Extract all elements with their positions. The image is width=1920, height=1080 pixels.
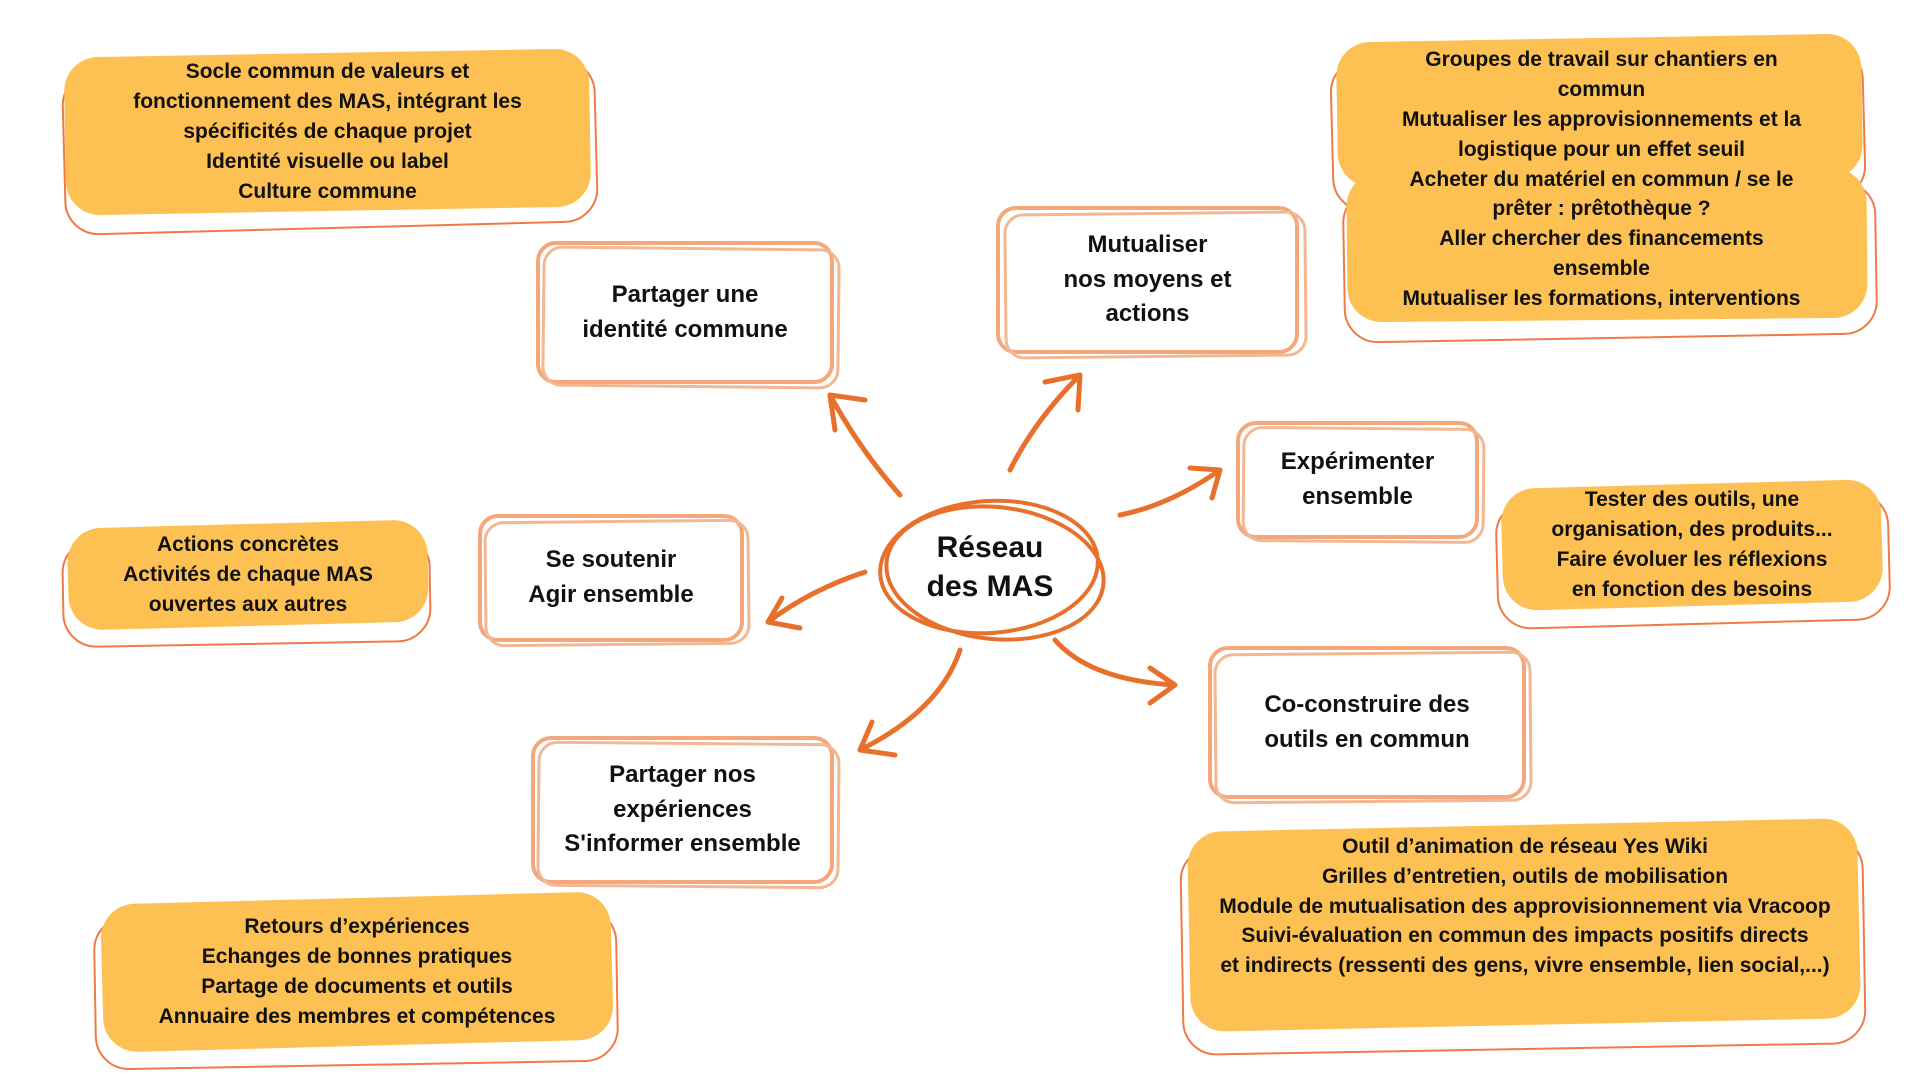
detail-blob-soutenir: Actions concrètes Activités de chaque MA… xyxy=(58,518,433,649)
detail-coconstruire-line: Outil d’animation de réseau Yes Wiki xyxy=(1342,834,1708,858)
category-experimenter-line: Expérimenter xyxy=(1280,448,1435,476)
detail-coconstruire-line: Grilles d’entretien, outils de mobilisat… xyxy=(1321,864,1729,888)
arrow-soutenir xyxy=(765,569,868,631)
detail-identite-line: fonctionnement des MAS, intégrant les xyxy=(133,90,522,114)
arrow-coconstruire xyxy=(1052,637,1178,706)
center-title-line1: Réseau xyxy=(936,531,1044,564)
detail-mutualiser-line: Acheter du matériel en commun / se le xyxy=(1409,167,1794,191)
category-mutualiser-line: Mutualiser xyxy=(1087,230,1208,258)
detail-blob-experimenter: Tester des outils, une organisation, des… xyxy=(1490,478,1892,631)
detail-experimenter-line: Faire évoluer les réflexions xyxy=(1556,548,1828,571)
arrow-partager xyxy=(857,647,963,758)
center-title-line2: des MAS xyxy=(926,570,1054,603)
detail-mutualiser-line: logistique pour un effet seuil xyxy=(1457,137,1745,161)
category-soutenir-line: Se soutenir xyxy=(545,546,677,574)
detail-mutualiser-line: Mutualiser les formations, interventions xyxy=(1402,286,1801,310)
detail-mutualiser-line: commun xyxy=(1557,78,1646,102)
category-soutenir: Se soutenir Agir ensemble xyxy=(478,514,751,648)
detail-mutualiser-line: Mutualiser les approvisionnements et la xyxy=(1401,107,1802,131)
center-node: Réseau des MAS xyxy=(878,497,1102,637)
detail-identite-line: spécificités de chaque projet xyxy=(183,120,472,144)
detail-soutenir-line: ouvertes aux autres xyxy=(148,592,348,616)
detail-identite-line: Identité visuelle ou label xyxy=(206,149,449,173)
detail-experimenter-line: organisation, des produits... xyxy=(1551,518,1833,542)
detail-partager-line: Partage de documents et outils xyxy=(201,975,513,998)
detail-partager-line: Annuaire des membres et compétences xyxy=(158,1004,556,1028)
detail-identite-line: Culture commune xyxy=(238,179,417,203)
detail-blob-coconstruire: Outil d’animation de réseau Yes Wiki Gri… xyxy=(1175,815,1875,1060)
detail-soutenir-line: Actions concrètes xyxy=(156,533,340,557)
category-partager-line: Partager nos xyxy=(609,760,756,788)
detail-coconstruire-line: et indirects (ressenti des gens, vivre e… xyxy=(1220,954,1830,978)
detail-partager-line: Retours d’expériences xyxy=(244,915,470,939)
category-mutualiser-line: actions xyxy=(1105,300,1190,328)
arrow-mutualiser xyxy=(1007,372,1083,473)
category-identite-line: Partager une xyxy=(611,280,759,308)
detail-soutenir-line: Activités de chaque MAS xyxy=(123,563,373,587)
detail-blob-identite: Socle commun de valeurs et fonctionnemen… xyxy=(55,45,600,236)
category-partager-line: expériences xyxy=(613,795,752,823)
category-identite-line: identité commune xyxy=(582,315,788,343)
category-soutenir-line: Agir ensemble xyxy=(528,581,694,608)
detail-experimenter-line: en fonction des besoins xyxy=(1571,577,1813,601)
category-coconstruire-line: outils en commun xyxy=(1264,725,1470,753)
detail-coconstruire-line: Module de mutualisation des approvisionn… xyxy=(1219,894,1831,918)
category-experimenter-line: ensemble xyxy=(1302,483,1413,510)
detail-blob-mutualiser: Groupes de travail sur chantiers en comm… xyxy=(1325,20,1880,344)
category-partager: Partager nos expériences S'informer ense… xyxy=(531,736,841,890)
detail-mutualiser-line: Aller chercher des financements xyxy=(1439,227,1764,251)
category-partager-line: S'informer ensemble xyxy=(564,830,801,858)
detail-mutualiser-line: ensemble xyxy=(1553,257,1650,281)
category-coconstruire-line: Co-construire des xyxy=(1264,690,1470,718)
detail-blob-partager: Retours d’expériences Echanges de bonnes… xyxy=(90,890,625,1071)
category-mutualiser-line: nos moyens et xyxy=(1063,265,1232,293)
category-mutualiser: Mutualiser nos moyens et actions xyxy=(996,206,1308,360)
detail-partager-line: Echanges de bonnes pratiques xyxy=(201,945,513,969)
category-identite: Partager une identité commune xyxy=(536,241,841,390)
category-experimenter: Expérimenter ensemble xyxy=(1236,421,1486,545)
category-coconstruire: Co-construire des outils en commun xyxy=(1208,646,1533,805)
arrow-experimenter xyxy=(1117,465,1223,518)
arrow-identite xyxy=(827,392,903,498)
detail-identite-line: Socle commun de valeurs et xyxy=(185,60,470,84)
detail-mutualiser-line: prêter : prêtothèque ? xyxy=(1492,197,1711,221)
detail-coconstruire-line: Suivi-évaluation en commun des impacts p… xyxy=(1241,924,1809,948)
detail-mutualiser-line: Groupes de travail sur chantiers en xyxy=(1425,48,1778,72)
detail-experimenter-line: Tester des outils, une xyxy=(1584,488,1800,512)
